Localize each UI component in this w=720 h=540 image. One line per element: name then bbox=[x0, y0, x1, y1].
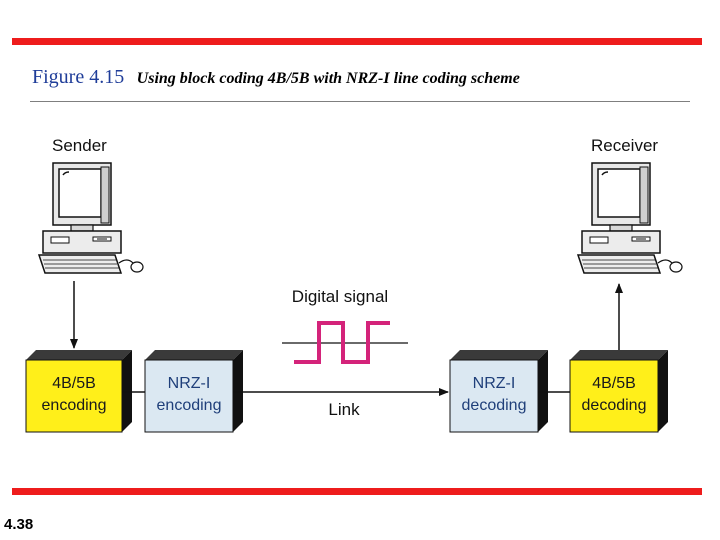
block-nrzi-decoding-line2: decoding bbox=[462, 397, 527, 414]
block-4b5b-decoding: 4B/5B decoding bbox=[569, 350, 668, 433]
page-number: 4.38 bbox=[4, 516, 34, 533]
block-4b5b-encoding: 4B/5B encoding bbox=[25, 350, 132, 433]
figure-title: Figure 4.15 Using block coding 4B/5B wit… bbox=[32, 66, 520, 89]
block-nrzi-encoding-line2: encoding bbox=[157, 397, 222, 414]
link-label: Link bbox=[328, 400, 360, 419]
digital-signal-label: Digital signal bbox=[292, 287, 388, 306]
title-divider bbox=[30, 101, 690, 102]
receiver-label: Receiver bbox=[591, 136, 658, 155]
block-4b5b-encoding-line1: 4B/5B bbox=[52, 375, 96, 392]
figure-caption: Using block coding 4B/5B with NRZ-I line… bbox=[136, 70, 520, 87]
block-nrzi-encoding: NRZ-I encoding bbox=[144, 350, 243, 433]
sender-computer-icon bbox=[38, 162, 144, 274]
sender-label: Sender bbox=[52, 136, 107, 155]
block-4b5b-decoding-line1: 4B/5B bbox=[592, 375, 636, 392]
block-4b5b-encoding-line2: encoding bbox=[42, 397, 107, 414]
block-nrzi-decoding-line1: NRZ-I bbox=[473, 375, 516, 392]
bottom-red-rule bbox=[12, 488, 702, 495]
nrzi-waveform bbox=[294, 321, 390, 364]
figure-label: Figure 4.15 bbox=[32, 66, 125, 88]
top-red-rule bbox=[12, 38, 702, 45]
block-nrzi-encoding-line1: NRZ-I bbox=[168, 375, 211, 392]
block-4b5b-decoding-line2: decoding bbox=[582, 397, 647, 414]
receiver-computer-icon bbox=[577, 162, 683, 274]
block-nrzi-decoding: NRZ-I decoding bbox=[449, 350, 548, 433]
